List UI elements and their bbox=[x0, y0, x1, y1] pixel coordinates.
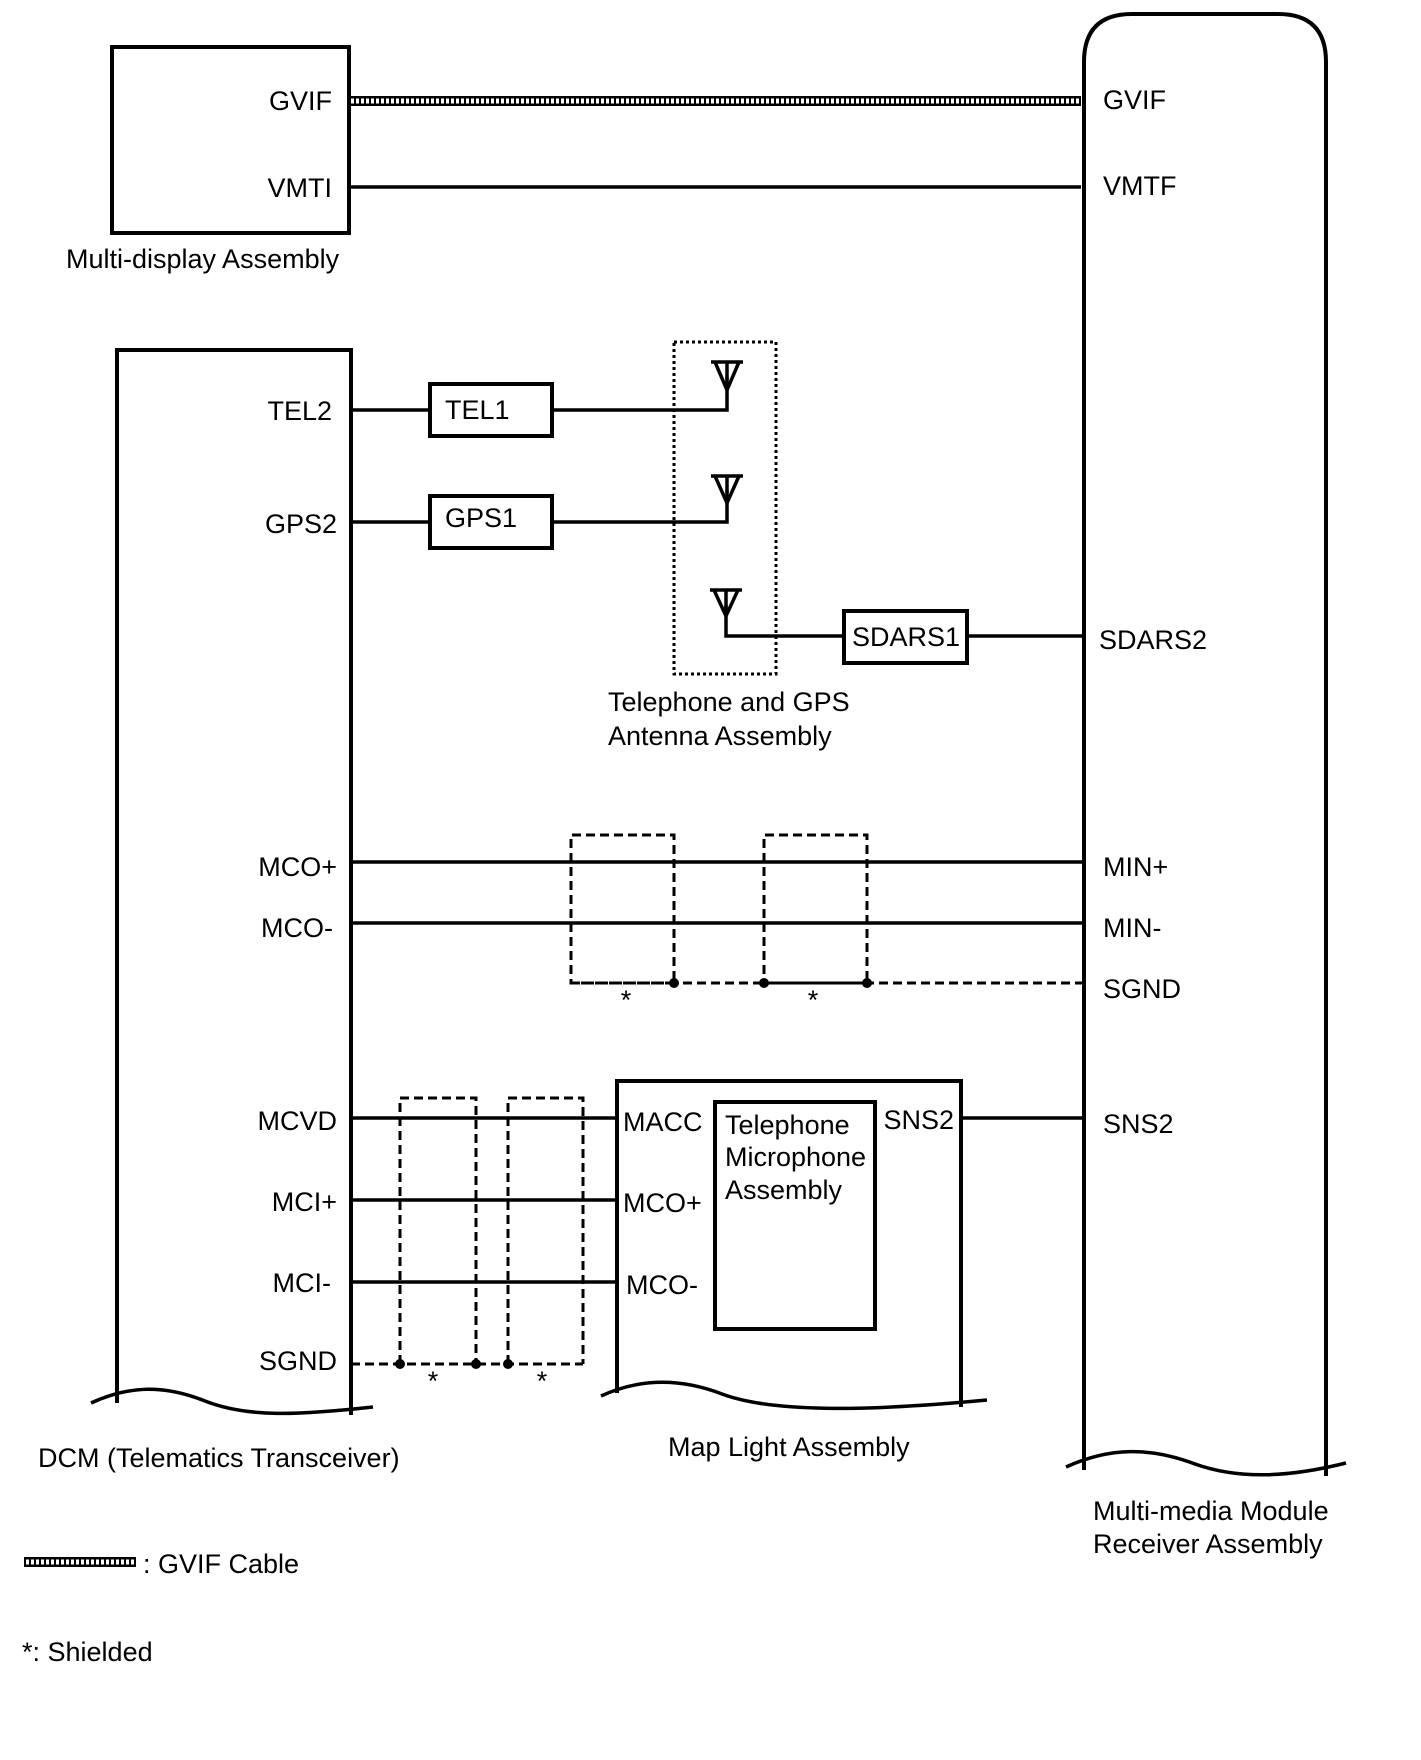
legend-gvif-text: : GVIF Cable bbox=[143, 1549, 299, 1579]
shield-group-mci bbox=[351, 1096, 585, 1369]
label-microphone-line1: Telephone bbox=[725, 1110, 850, 1140]
label-antenna-line2: Antenna Assembly bbox=[608, 721, 832, 751]
pin-receiver-sgnd: SGND bbox=[1103, 974, 1181, 1004]
antenna-icon bbox=[711, 474, 743, 508]
wire-tel1-antenna bbox=[552, 377, 729, 412]
wire-antenna-sdars1 bbox=[724, 605, 844, 638]
pin-receiver-sdars2: SDARS2 bbox=[1099, 625, 1207, 655]
connector-tel1 bbox=[428, 382, 554, 438]
pin-receiver-min-minus: MIN- bbox=[1103, 913, 1161, 943]
receiver-wavy-bottom bbox=[1065, 1449, 1347, 1477]
shield-star-mark: * bbox=[428, 1366, 439, 1396]
label-map-light: Map Light Assembly bbox=[668, 1432, 910, 1462]
shield-star-mark: * bbox=[808, 985, 819, 1015]
label-dcm: DCM (Telematics Transceiver) bbox=[38, 1443, 400, 1473]
pin-dcm-mci-minus: MCI- bbox=[273, 1268, 331, 1298]
label-receiver-line1: Multi-media Module bbox=[1093, 1496, 1329, 1526]
label-multi-display: Multi-display Assembly bbox=[66, 244, 340, 274]
dcm-wavy-bottom bbox=[90, 1387, 374, 1416]
pin-maplight-mco-minus: MCO- bbox=[626, 1270, 698, 1300]
pin-dcm-mco-plus: MCO+ bbox=[258, 852, 337, 882]
pin-receiver-gvif: GVIF bbox=[1103, 85, 1166, 115]
legend-shielded-text: *: Shielded bbox=[22, 1637, 153, 1667]
pin-receiver-sns2: SNS2 bbox=[1103, 1109, 1174, 1139]
shield-star-mark: * bbox=[537, 1366, 548, 1396]
pin-dcm-sgnd: SGND bbox=[259, 1346, 337, 1376]
pin-dcm-mco-minus: MCO- bbox=[261, 913, 333, 943]
pin-dcm-mcvd: MCVD bbox=[258, 1106, 338, 1136]
label-receiver-line2: Receiver Assembly bbox=[1093, 1529, 1323, 1559]
receiver-box bbox=[1082, 12, 1328, 1476]
pin-display-gvif: GVIF bbox=[269, 86, 332, 116]
label-antenna-line1: Telephone and GPS bbox=[608, 687, 850, 717]
multi-display-box bbox=[110, 45, 351, 235]
connector-sdars1-label: SDARS1 bbox=[852, 622, 960, 652]
pin-receiver-vmtf: VMTF bbox=[1103, 171, 1177, 201]
pin-maplight-macc: MACC bbox=[623, 1107, 703, 1137]
pin-dcm-mci-plus: MCI+ bbox=[272, 1187, 337, 1217]
dcm-box bbox=[115, 348, 353, 1415]
map-light-wavy-bottom bbox=[600, 1380, 988, 1411]
connector-gps1 bbox=[428, 494, 554, 550]
connector-gps1-label: GPS1 bbox=[445, 503, 517, 533]
antenna-assembly-box bbox=[672, 340, 778, 676]
wire-gps1-antenna bbox=[552, 490, 729, 524]
shield-group-mco bbox=[569, 833, 1084, 988]
label-microphone-line2: Microphone bbox=[725, 1142, 866, 1172]
pin-receiver-min-plus: MIN+ bbox=[1103, 852, 1168, 882]
label-microphone-line3: Assembly bbox=[725, 1175, 843, 1205]
pin-maplight-sns2: SNS2 bbox=[883, 1105, 954, 1135]
pin-maplight-mco-plus: MCO+ bbox=[623, 1188, 702, 1218]
antenna-icon bbox=[710, 588, 742, 621]
pin-display-vmti: VMTI bbox=[268, 173, 333, 203]
connector-tel1-label: TEL1 bbox=[445, 395, 510, 425]
microphone-assembly-box bbox=[713, 1100, 877, 1331]
shield-star-mark: * bbox=[621, 985, 632, 1015]
pin-dcm-tel2: TEL2 bbox=[267, 396, 332, 426]
pin-dcm-gps2: GPS2 bbox=[265, 509, 337, 539]
antenna-icon bbox=[711, 360, 743, 395]
